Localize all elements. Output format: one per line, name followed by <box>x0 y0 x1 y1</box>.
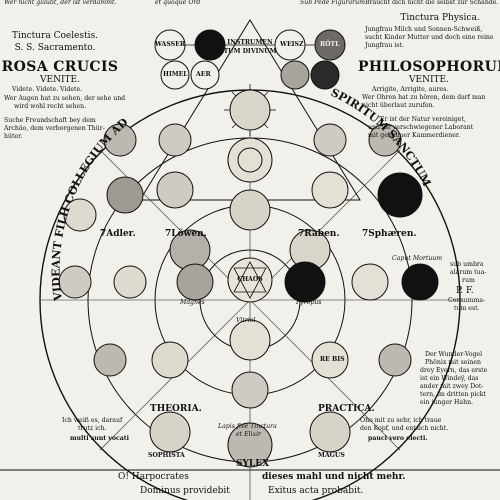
dominus-providebit: Dominus providebit <box>140 486 230 496</box>
right-text6: Er ist der Natur vereiniget, <box>380 116 466 123</box>
left-text3: Suche Freundschaft bey dem <box>4 117 96 124</box>
label-aer: AER <box>196 71 211 78</box>
bottom-right-line3: pauci vero electi. <box>368 435 428 442</box>
right-arrigite: Arrigite, Arrigite, aures. <box>372 86 449 93</box>
label-tum: TUM DIVINUM <box>223 48 277 55</box>
label-practica: PRACTICA. <box>318 404 375 414</box>
pf-label: P. F. <box>456 286 474 296</box>
left-tinctura: Tinctura Coelestis. <box>11 31 99 41</box>
label-instrumen: INSTRUMEN <box>227 39 273 46</box>
label-7spharen: 7Sphæren. <box>362 229 417 239</box>
label-7adler: 7Adler. <box>100 229 136 239</box>
fab-line2: alarum tua- <box>450 269 487 276</box>
wunder-line3: drey Eyern, das erste <box>420 367 488 374</box>
right-text5: nicht überlaut zurufen. <box>362 102 435 109</box>
harpocrates: O! Harpocrates <box>118 472 189 482</box>
top-right-fragment: Braucht dich nicht die selbst zur Schand… <box>365 0 499 6</box>
label-magnes: Magnes <box>180 299 205 306</box>
right-subtitle: VENITE. <box>409 75 449 85</box>
lapis-line2: et Elixir <box>236 431 262 438</box>
wunder-line4: ist ein Windeÿ, das <box>420 375 479 382</box>
right-text7: und ihr verschwiegener Laborant <box>368 124 474 131</box>
left-text1: Wer Augen hat zu sehen, der sehe und <box>4 95 126 102</box>
black-sun-icon <box>377 172 423 218</box>
top-center-right-fragment: Sub Pede Figurarum <box>300 0 365 6</box>
fab-line1: sub umbra <box>450 261 484 268</box>
label-sylex: SYLEX <box>236 459 270 469</box>
bottom-left-line1: Ich weiß es, darauf <box>62 417 123 424</box>
label-pyropus: Pyropus <box>296 299 322 306</box>
label-himel: HIMEL <box>163 71 188 78</box>
bottom-right-line1: Oho mit zu sehr, ich traue <box>360 417 442 424</box>
left-text5: hüter. <box>4 133 23 140</box>
wunder-line6: tern, im dritten pickt <box>420 391 486 398</box>
right-tinctura: Tinctura Physica. <box>400 13 480 23</box>
bottom-left-line2: trutz ich. <box>78 425 107 432</box>
dieses-mahl: dieses mahl und nicht mehr. <box>262 472 406 482</box>
label-wasser: WASSER <box>155 41 186 48</box>
exitus-acta: Exitus acta probabit. <box>268 486 364 496</box>
fab-line3: rum <box>462 277 475 284</box>
label-weisz: WEISZ <box>280 41 304 48</box>
left-subtitle: VENITE. <box>40 75 80 85</box>
right-text1: Jungfrau Milch und Sonnen-Schweiß, <box>365 26 483 33</box>
label-7raben: 7Raben. <box>298 229 340 239</box>
bottom-right-line2: den Kopf, und entsich nicht. <box>360 425 449 432</box>
consum-line2: tum est. <box>454 305 480 312</box>
rose-icon <box>227 137 273 183</box>
label-caput: Caput Mortuum <box>392 255 443 262</box>
right-text2: sucht Kinder Mutter und doch eine reine <box>365 34 494 41</box>
right-text4: Wer Ohren hat zu hören, dem darf man <box>362 94 486 101</box>
wunder-line7: ein junger Hahn. <box>420 399 474 406</box>
label-magus: MAGUS <box>318 452 345 459</box>
label-rotl: RÖTL <box>320 41 340 48</box>
label-chaos: CHAOS <box>237 276 263 283</box>
top-left-fragment: Wer nicht glaubt, der ist verdammt. <box>4 0 117 6</box>
chaos-circle <box>227 257 273 303</box>
bottom-left-line3: multi sunt vocati <box>70 435 129 442</box>
consum-line1: Consumma- <box>448 297 486 304</box>
wunder-line2: Phönix mit seinen <box>425 359 482 366</box>
label-sophista: SOPHISTA <box>148 452 185 459</box>
label-rebis: RE BIS <box>320 356 345 363</box>
top-center-fragment: et quoque Ord <box>155 0 201 6</box>
wunder-line1: Der Wunder-Vogel <box>425 351 483 358</box>
left-sacramento: S. S. Sacramento. <box>14 43 96 53</box>
wunder-line5: ander mit zwey Dot- <box>420 383 484 390</box>
left-text4: Archäo, dem verborgenen Thür- <box>4 125 105 132</box>
label-theoria: THEORIA. <box>150 404 202 414</box>
right-title: PHILOSOPHORUM <box>358 59 500 75</box>
right-text8: mit geheimer Kammerdiener. <box>368 132 461 139</box>
left-videte: Videte. Videte. Videte. <box>12 86 83 93</box>
right-text3: Jungfrau ist. <box>365 42 404 49</box>
label-vitriol: Vitriol <box>236 317 256 324</box>
label-7lowen: 7Löwen. <box>165 229 207 239</box>
lapis-line1: Lapis five Tinctura <box>218 423 277 430</box>
left-text2: wird wohl recht sehen. <box>14 103 87 110</box>
left-title: ROSA CRUCIS <box>1 59 119 75</box>
